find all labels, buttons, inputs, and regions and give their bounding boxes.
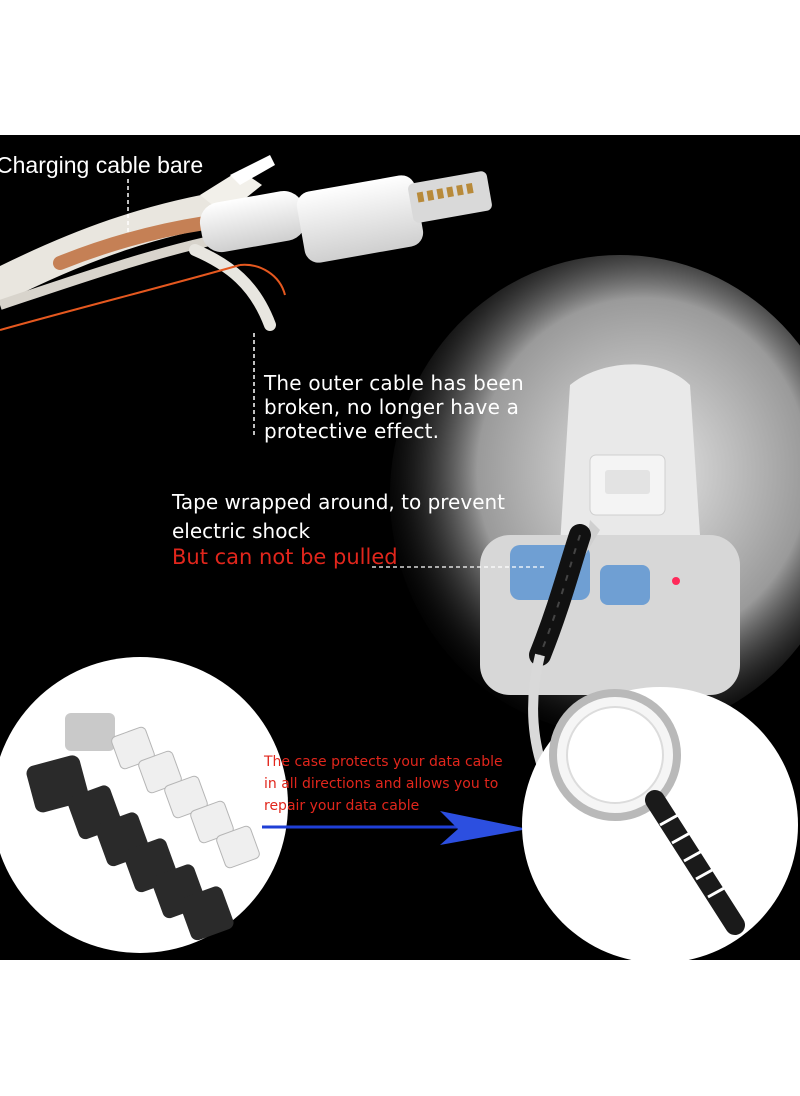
- tape-wrapped-label: Tape wrapped around, to prevent electric…: [172, 490, 506, 543]
- product-image-panel: Charging cable bare The outer cable has …: [0, 135, 800, 960]
- magnifier-icon: [549, 689, 745, 935]
- arrow-right-icon: [262, 811, 528, 845]
- illustration: [0, 155, 800, 960]
- outer-cable-broken-label: The outer cable has been broken, no long…: [264, 371, 524, 443]
- charging-cable-bare-label: Charging cable bare: [0, 152, 204, 178]
- cable-protectors-photo: [0, 657, 288, 953]
- power-strip-photo: [372, 255, 800, 777]
- bare-cable-photo: [0, 155, 492, 435]
- case-protects-label: The case protects your data cable in all…: [264, 754, 503, 814]
- cannot-be-pulled-label: But can not be pulled: [172, 545, 398, 569]
- protected-cable-photo: [522, 687, 798, 960]
